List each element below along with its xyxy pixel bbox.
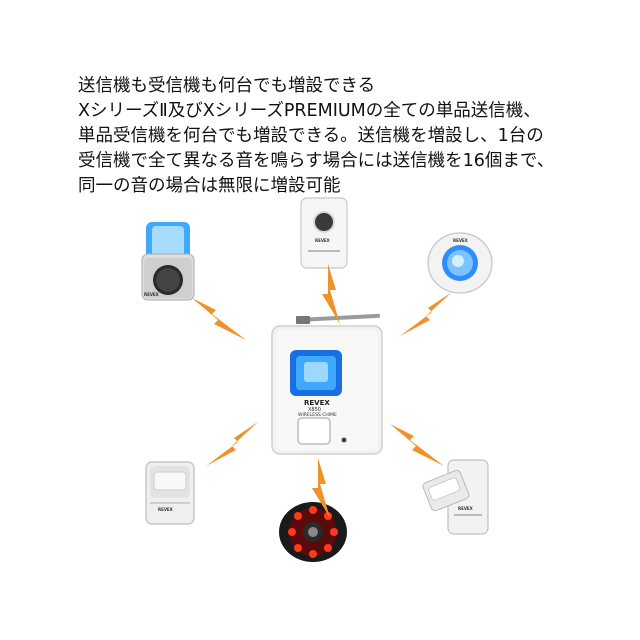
signal-bolt-icon bbox=[400, 292, 452, 336]
description-line: 送信機も受信機も何台でも増設できる bbox=[78, 76, 376, 96]
doorbell-transmitter: REVEX bbox=[298, 196, 350, 270]
signal-bolt-icon bbox=[192, 298, 246, 340]
signal-bolt-icon bbox=[322, 264, 340, 324]
motion-sensor-transmitter: REVEX bbox=[140, 458, 200, 528]
round-transmitter: REVEX bbox=[425, 230, 495, 296]
description-line: 単品受信機を何台でも増設できる。送信機を増設し、1台の bbox=[78, 126, 544, 146]
description-text: 送信機も受信機も何台でも増設できる XシリーズⅡ及びXシリーズPREMIUMの全… bbox=[78, 74, 598, 199]
receiver-brand: REVEX bbox=[304, 399, 330, 407]
device-brand: REVEX bbox=[453, 238, 468, 243]
signal-bolt-icon bbox=[312, 458, 330, 518]
signal-bolt-icon bbox=[390, 424, 444, 466]
pushbutton-transmitter: REVEX bbox=[136, 218, 198, 302]
device-brand: REVEX bbox=[315, 238, 330, 243]
device-brand: REVEX bbox=[458, 506, 473, 511]
red-rotating-light bbox=[276, 500, 350, 564]
receiver-model: X850 bbox=[308, 407, 321, 413]
description-line: XシリーズⅡ及びXシリーズPREMIUMの全ての単品送信機、 bbox=[78, 101, 541, 121]
receiver-subtitle: WIRELESS CHIME bbox=[298, 413, 337, 418]
description-line: 同一の音の場合は無限に増設可能 bbox=[78, 176, 341, 196]
description-line: 受信機で全て異なる音を鳴らす場合には送信機を16個まで、 bbox=[78, 151, 555, 171]
device-brand: REVEX bbox=[144, 292, 159, 297]
signal-bolt-icon bbox=[206, 422, 258, 466]
device-brand: REVEX bbox=[158, 507, 173, 512]
center-receiver-unit: REVEX X850 WIRELESS CHIME bbox=[268, 300, 388, 460]
infrared-sensor-transmitter: REVEX bbox=[420, 456, 498, 538]
receiver-illustration bbox=[271, 313, 383, 455]
